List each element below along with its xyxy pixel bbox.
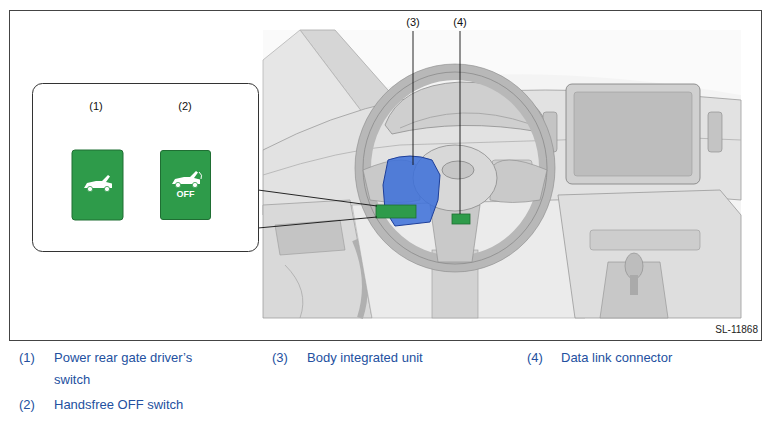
leader-line bbox=[258, 190, 377, 206]
rear-gate-switch bbox=[72, 150, 123, 220]
callout-number: (3) bbox=[398, 15, 428, 29]
rear-gate-icon bbox=[170, 170, 204, 190]
callout-number: (2) bbox=[170, 99, 200, 113]
key-text: Handsfree OFF switch bbox=[54, 394, 254, 416]
callout-number: (4) bbox=[445, 15, 475, 29]
data-link-connector bbox=[452, 214, 470, 224]
switch-text: OFF bbox=[161, 188, 210, 200]
key-number: (4) bbox=[527, 347, 559, 369]
key-text: Data link connector bbox=[561, 347, 761, 369]
vehicle-interior bbox=[263, 30, 741, 318]
leader-line bbox=[413, 31, 414, 165]
key-number: (3) bbox=[272, 347, 304, 369]
inset-panel: (1) (2) OFF bbox=[32, 83, 258, 251]
key-text: Power rear gate driver’s switch bbox=[54, 347, 224, 391]
key-number: (1) bbox=[19, 347, 51, 369]
switch-location bbox=[376, 205, 416, 218]
figure-code: SL-11868 bbox=[680, 323, 758, 336]
handsfree-off-switch: OFF bbox=[160, 150, 211, 220]
leader-line bbox=[460, 31, 461, 214]
inset-background bbox=[33, 84, 259, 252]
key-number: (2) bbox=[19, 394, 51, 416]
key-text: Body integrated unit bbox=[307, 347, 507, 369]
figure-frame bbox=[10, 11, 762, 341]
callout-number: (1) bbox=[81, 99, 111, 113]
leader-line bbox=[258, 217, 377, 228]
